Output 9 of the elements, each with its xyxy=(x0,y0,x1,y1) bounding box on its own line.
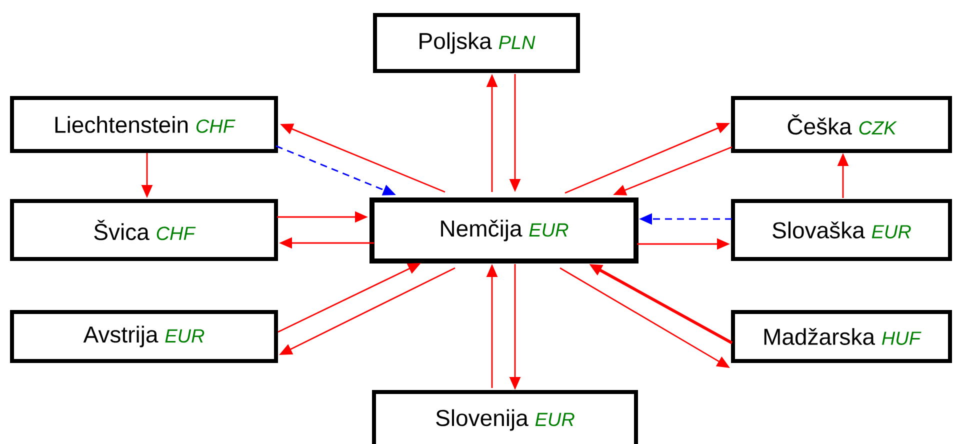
country-box: Poljska PLN xyxy=(373,13,580,73)
country-box: Slovenija EUR xyxy=(372,390,638,444)
country-box: Liechtenstein CHF xyxy=(10,96,278,153)
country-box: Slovaška EUR xyxy=(731,199,952,261)
country-box: Švica CHF xyxy=(10,199,278,261)
country-box: Madžarska HUF xyxy=(731,310,952,363)
country-box: Nemčija EUR xyxy=(370,198,638,264)
country-box: Češka CZK xyxy=(731,96,952,153)
country-box: Avstrija EUR xyxy=(10,310,278,363)
